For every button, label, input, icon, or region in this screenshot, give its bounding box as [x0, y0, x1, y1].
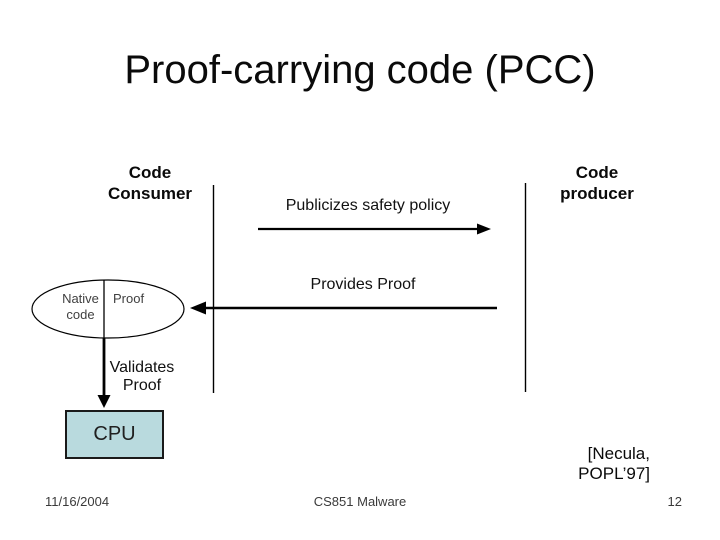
provides-arrow-head [190, 301, 206, 315]
proof-label: Proof [113, 291, 145, 306]
code-proof-ellipse [31, 279, 185, 339]
footer-date: 11/16/2004 [45, 494, 110, 509]
publicizes-arrow-head [477, 223, 491, 235]
native-code-label: Native code [62, 291, 99, 322]
code-consumer-label: Code Consumer [107, 163, 193, 203]
validates-proof-label: Validates Proof [109, 359, 175, 394]
slide-title: Proof-carrying code (PCC) [124, 48, 596, 92]
validates-arrow-head [97, 395, 111, 408]
slide-number: 12 [667, 494, 682, 509]
provides-proof-label: Provides Proof [310, 276, 416, 293]
cpu-box: CPU [65, 410, 164, 459]
cpu-label: CPU [93, 423, 136, 445]
publicizes-safety-policy-label: Publicizes safety policy [285, 197, 451, 214]
citation-text: [Necula, POPL’97] [578, 444, 650, 483]
code-producer-label: Code producer [560, 163, 634, 203]
footer-course-title: CS851 Malware [313, 494, 407, 509]
